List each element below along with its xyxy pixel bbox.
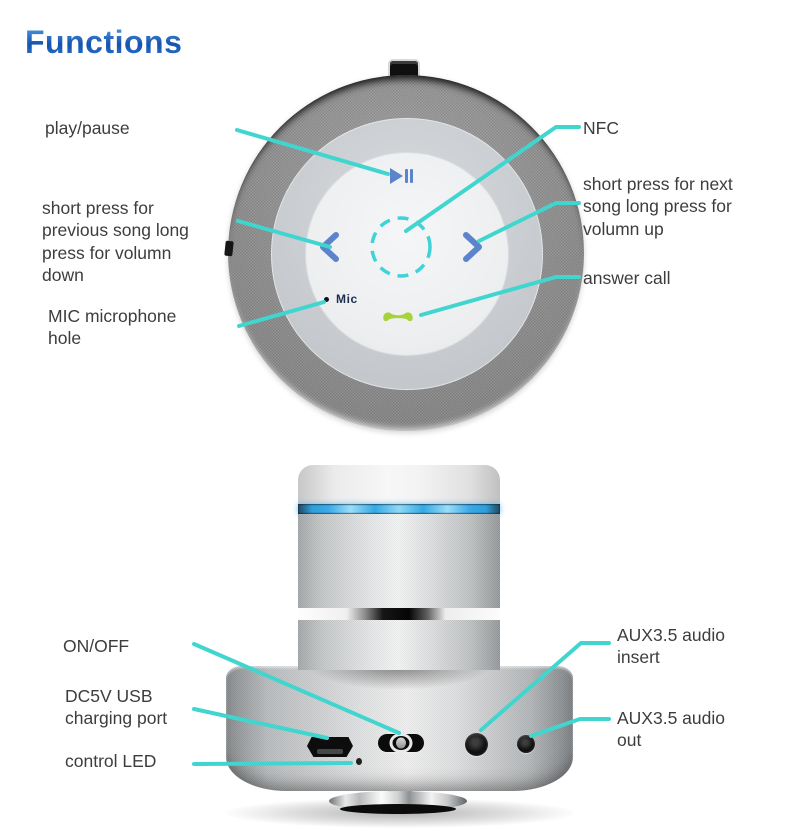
switch-ring [389, 733, 413, 753]
pedestal-foot [329, 791, 467, 814]
annotation-previous-song: short press for previous song long press… [42, 198, 189, 286]
pause-bar [405, 169, 408, 183]
aux-out-jack [517, 735, 535, 753]
page-title: Functions [25, 24, 183, 60]
play-pause-icon [390, 168, 413, 184]
on-off-switch [378, 733, 424, 753]
annotation-next-song: short press for next song long press for… [583, 174, 733, 239]
speaker-cap [298, 465, 500, 505]
mic-engraving-label: Mic [336, 292, 358, 306]
previous-track-icon [320, 232, 339, 262]
control-led-hole [356, 758, 362, 765]
annotation-nfc: NFC [583, 118, 619, 138]
speaker-cylinder [298, 465, 500, 670]
cylinder-body [298, 514, 500, 670]
annotation-play-pause: play/pause [45, 118, 130, 138]
annotation-control-led: control LED [65, 751, 157, 771]
annotation-usb: DC5V USB charging port [65, 686, 168, 729]
micro-usb-port [307, 737, 353, 757]
pause-bar [410, 169, 413, 183]
annotation-on-off: ON/OFF [63, 636, 130, 656]
annotation-answer-call: answer call [583, 268, 671, 288]
led-ring [298, 504, 500, 514]
cylinder-groove [298, 608, 500, 620]
aux-insert-jack [465, 733, 488, 756]
nfc-zone-icon [370, 216, 432, 278]
speaker-base [226, 666, 573, 791]
switch-knob [396, 737, 406, 749]
play-triangle [390, 168, 403, 184]
answer-call-icon [383, 312, 413, 322]
mic-hole-dot [324, 296, 329, 302]
next-track-icon [463, 232, 482, 262]
top-knob [390, 61, 418, 79]
annotation-mic-hole: MIC microphone hole [48, 306, 177, 349]
side-notch [224, 240, 234, 257]
mic-engraving: Mic [324, 292, 358, 306]
annotation-aux-out: AUX3.5 audio out [617, 708, 725, 751]
annotation-aux-insert: AUX3.5 audio insert [617, 625, 725, 668]
